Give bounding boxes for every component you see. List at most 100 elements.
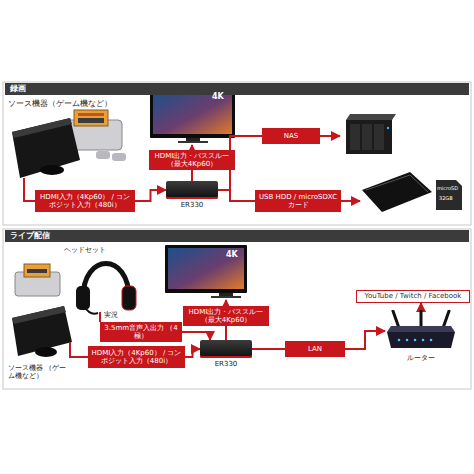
status-light (387, 127, 389, 129)
tv-monitor (150, 88, 235, 143)
annotation-text: ヘッドセット (64, 246, 106, 254)
node-text: USB HDD / microSDXCカード (257, 193, 339, 209)
node-text: 3.5mm音声入出力 （4極） (102, 324, 180, 340)
console-edge (12, 306, 66, 324)
destination-box: NAS (262, 128, 320, 144)
section-band: 録画 (5, 83, 469, 95)
cartridge (74, 110, 108, 126)
status-light (398, 339, 401, 342)
node-text: NAS (284, 132, 298, 140)
controller (96, 151, 110, 159)
node-text: HDMI出力・パススルー （最大4Kp60） (185, 308, 267, 324)
port-box: LAN (285, 341, 345, 357)
drive-bay (350, 124, 360, 150)
controller (40, 165, 64, 175)
status-light (422, 339, 425, 342)
drive-bay (374, 124, 384, 150)
router-top (387, 326, 455, 332)
headset (76, 264, 136, 314)
cable (70, 342, 88, 357)
port-box: HDMI入力（4Kp60） / コンポジット入力（480i） (88, 346, 185, 368)
microsd-card (436, 180, 462, 210)
nas-body (346, 120, 392, 154)
section-band: ライブ配信 (5, 230, 469, 242)
ear-cup (122, 286, 136, 310)
port-box: HDMI出力・パススルー （最大4Kp60） (183, 306, 269, 326)
tv-screen (153, 91, 232, 134)
tv-frame (150, 88, 235, 138)
controller (35, 347, 57, 357)
status-light (406, 339, 409, 342)
section-frame (3, 82, 471, 225)
cartridge-stripe (78, 113, 104, 116)
signal-connector (191, 170, 193, 181)
capture-device: ER330 (200, 340, 252, 358)
node-text: ライブ配信 (10, 231, 50, 240)
node-text: ER330 (215, 360, 238, 368)
hdd-body (362, 172, 432, 212)
node-text: ルーター (407, 354, 435, 362)
tv-base (211, 296, 241, 298)
signal-connector (252, 348, 285, 350)
cartridge (24, 264, 50, 277)
annotation-text: ソース機器 （ゲーム機など） (8, 364, 72, 380)
capture-device: ER330 (166, 181, 218, 199)
controller (112, 153, 126, 161)
node-text: YouTube / Twitch / Facebook (365, 292, 462, 300)
nas-device (346, 114, 396, 154)
signal-connector (185, 349, 200, 357)
console-body (12, 118, 80, 178)
tv-monitor (165, 245, 247, 298)
port-box: 3.5mm音声入出力 （4極） (100, 322, 182, 342)
signal-connector (345, 331, 385, 349)
hdd-device (362, 172, 432, 212)
node-text: HDMI入力（4Kp60） / コンポジット入力（480i） (90, 349, 183, 365)
console-body (12, 306, 72, 356)
annotation-text: 32GB (439, 196, 453, 202)
router-antenna (393, 311, 399, 328)
node-text: 録画 (10, 84, 26, 93)
node-text: HDMI入力（4Kp60） / コンポジット入力（480i） (37, 193, 133, 209)
ear-cup (76, 286, 90, 310)
signal-connector (225, 326, 227, 340)
destination-box: USB HDD / microSDXCカード (255, 190, 341, 212)
cable (24, 178, 35, 201)
game-console (12, 118, 80, 178)
cable (99, 312, 101, 322)
nas-top (346, 114, 396, 120)
router-body (387, 332, 455, 348)
tv-frame (165, 245, 247, 293)
annotation-text: microSD (437, 186, 458, 192)
cartridge-label (27, 269, 47, 273)
retro-console (15, 264, 60, 296)
port-box: HDMI出力・パススルー （最大4Kp60） (149, 150, 235, 170)
annotation-text: 実況 (104, 311, 118, 319)
status-light (430, 339, 433, 342)
signal-connector (135, 190, 166, 201)
node-text: LAN (308, 345, 322, 353)
microphone (84, 306, 98, 314)
cable (320, 135, 340, 137)
tv-base (178, 141, 208, 143)
hdd-edge (366, 175, 428, 192)
resolution-badge: 4K (226, 250, 238, 259)
drive-bay (362, 124, 372, 150)
cable (341, 200, 360, 202)
router-device: ルーター (385, 310, 457, 352)
node-text: HDMI出力・パススルー （最大4Kp60） (151, 152, 233, 168)
signal-connector (420, 303, 422, 310)
tv-screen (168, 248, 244, 289)
service-box: YouTube / Twitch / Facebook (356, 290, 470, 303)
annotation-text: ソース機器（ゲーム機など） (8, 100, 112, 109)
section-frame (3, 229, 471, 389)
signal-connector (218, 190, 255, 201)
node-text: ER330 (181, 201, 204, 209)
resolution-badge: 4K (212, 92, 224, 101)
router-antenna (443, 311, 449, 328)
router-antenna (420, 310, 423, 326)
router-illustration (385, 310, 457, 352)
status-light (414, 339, 417, 342)
